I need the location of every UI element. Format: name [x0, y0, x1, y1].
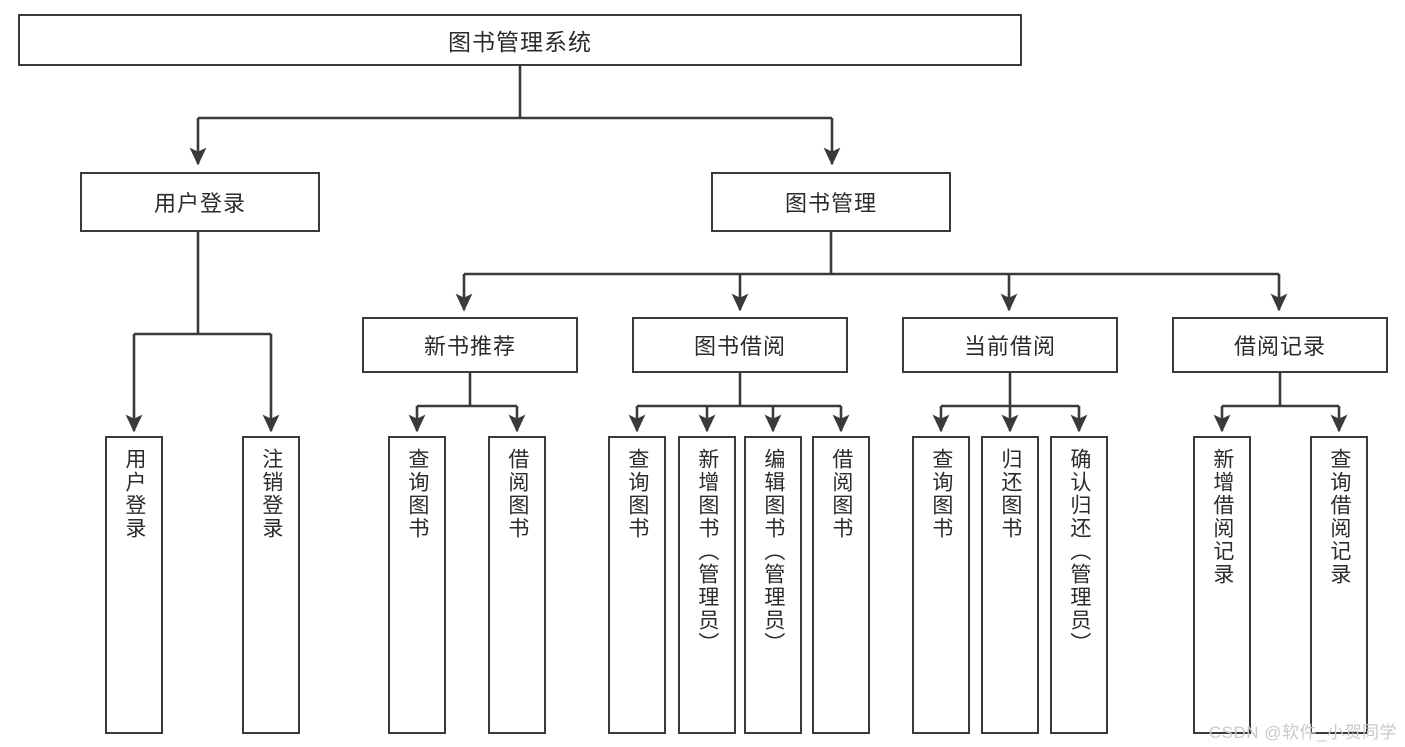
- leaf-add-book-admin[interactable]: 新增图书（管理员）: [678, 436, 736, 734]
- leaf-add-borrow-record[interactable]: 新增借阅记录: [1193, 436, 1251, 734]
- leaf-query-book-recommend[interactable]: 查询图书: [388, 436, 446, 734]
- leaf-logout[interactable]: 注销登录: [242, 436, 300, 734]
- node-current-borrow[interactable]: 当前借阅: [902, 317, 1118, 373]
- csdn-watermark: CSDN @软件_小贺同学: [1208, 723, 1397, 742]
- node-borrow-record[interactable]: 借阅记录: [1172, 317, 1388, 373]
- node-user-login[interactable]: 用户登录: [80, 172, 320, 232]
- node-new-book-recommend[interactable]: 新书推荐: [362, 317, 578, 373]
- leaf-return-book[interactable]: 归还图书: [981, 436, 1039, 734]
- leaf-confirm-return-admin[interactable]: 确认归还（管理员）: [1050, 436, 1108, 734]
- leaf-edit-book-admin[interactable]: 编辑图书（管理员）: [744, 436, 802, 734]
- leaf-user-login[interactable]: 用户登录: [105, 436, 163, 734]
- leaf-borrow-book-recommend[interactable]: 借阅图书: [488, 436, 546, 734]
- leaf-borrow-book[interactable]: 借阅图书: [812, 436, 870, 734]
- node-book-management[interactable]: 图书管理: [711, 172, 951, 232]
- leaf-query-borrow-record[interactable]: 查询借阅记录: [1310, 436, 1368, 734]
- node-book-borrow[interactable]: 图书借阅: [632, 317, 848, 373]
- node-root-library-management-system[interactable]: 图书管理系统: [18, 14, 1022, 66]
- leaf-query-book-borrow[interactable]: 查询图书: [608, 436, 666, 734]
- leaf-query-book-current[interactable]: 查询图书: [912, 436, 970, 734]
